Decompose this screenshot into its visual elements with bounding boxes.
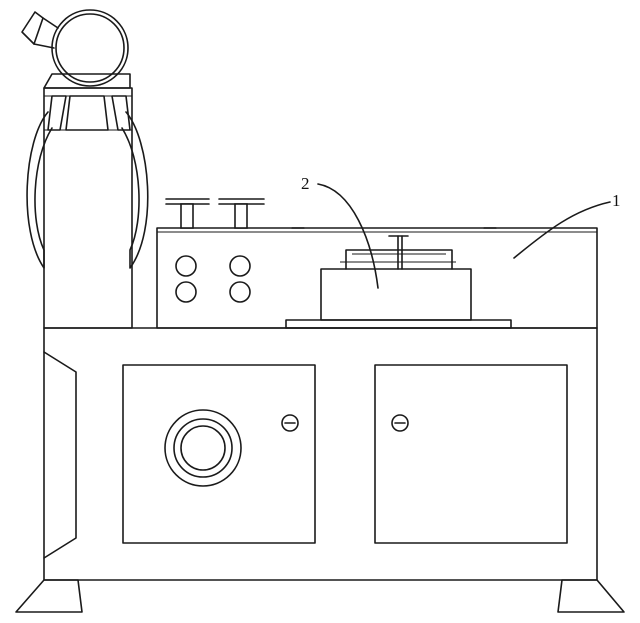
knob-4 bbox=[229, 281, 251, 303]
control-housing bbox=[156, 198, 598, 329]
door-left bbox=[122, 364, 316, 544]
door-lock-right bbox=[391, 414, 409, 432]
feet bbox=[15, 579, 625, 613]
motor bbox=[21, 9, 131, 89]
leader-line-1 bbox=[513, 201, 611, 259]
handwheel-left bbox=[165, 198, 210, 229]
foot-left bbox=[15, 579, 83, 613]
callout-1: 1 bbox=[513, 191, 621, 259]
knob-3 bbox=[175, 281, 197, 303]
callout-label-1: 1 bbox=[612, 191, 621, 210]
column-housing bbox=[26, 87, 149, 329]
cabinet bbox=[43, 327, 598, 581]
door-right bbox=[374, 364, 568, 544]
gauge-outer bbox=[164, 409, 242, 487]
gauge-inner bbox=[180, 425, 226, 471]
belt-left bbox=[26, 111, 53, 269]
knob-1 bbox=[175, 255, 197, 277]
callout-2: 2 bbox=[301, 174, 379, 289]
motor-end-cap bbox=[21, 11, 44, 45]
handwheel-right bbox=[218, 198, 265, 229]
door-lock-left bbox=[281, 414, 299, 432]
foot-right bbox=[557, 579, 625, 613]
callout-label-2: 2 bbox=[301, 174, 310, 193]
knob-2 bbox=[229, 255, 251, 277]
belt-right bbox=[121, 111, 149, 269]
leader-line-2 bbox=[317, 183, 379, 289]
side-panel bbox=[43, 351, 77, 559]
workpiece-box bbox=[285, 235, 512, 329]
